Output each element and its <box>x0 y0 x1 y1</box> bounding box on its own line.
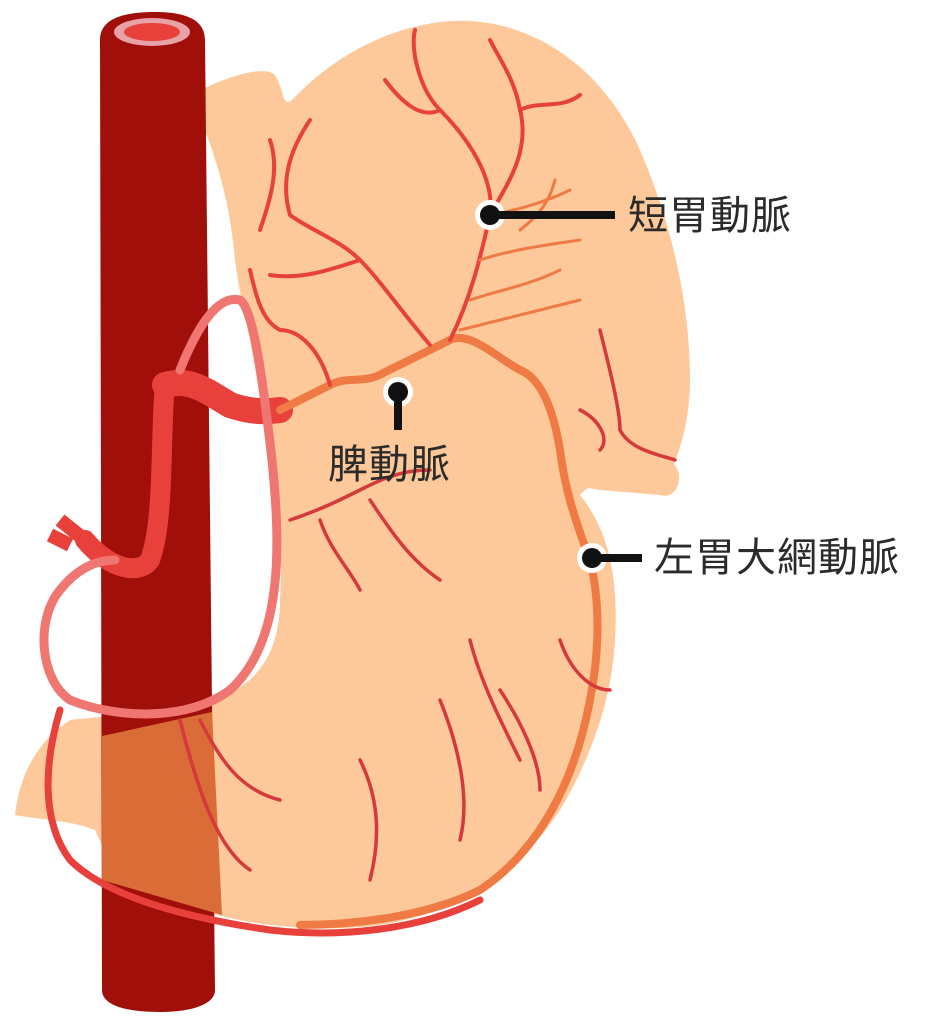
stomach-fundus-lobe <box>570 465 680 496</box>
left-gastroepiploic-pointer <box>577 543 642 573</box>
short-gastric-branches <box>248 28 582 387</box>
splenic-artery <box>276 334 602 929</box>
orange-fine-branches <box>458 178 582 332</box>
gastric-body-branches <box>178 328 677 882</box>
splenic-pointer <box>383 377 413 430</box>
label-left-gastroepiploic-artery: 左胃大網動脈 <box>648 532 906 584</box>
stomach-shape <box>15 20 690 929</box>
lesser-curvature-artery <box>39 294 282 719</box>
aorta-lumen <box>124 23 180 41</box>
left-gastric-stub <box>46 514 90 552</box>
label-splenic-artery: 脾動脈 <box>328 442 451 488</box>
short-gastric-pointer <box>475 200 615 230</box>
label-short-gastric-artery: 短胃動脈 <box>628 193 792 239</box>
greater-curvature-artery <box>44 706 484 937</box>
aorta-stomach-overlap <box>102 712 222 915</box>
